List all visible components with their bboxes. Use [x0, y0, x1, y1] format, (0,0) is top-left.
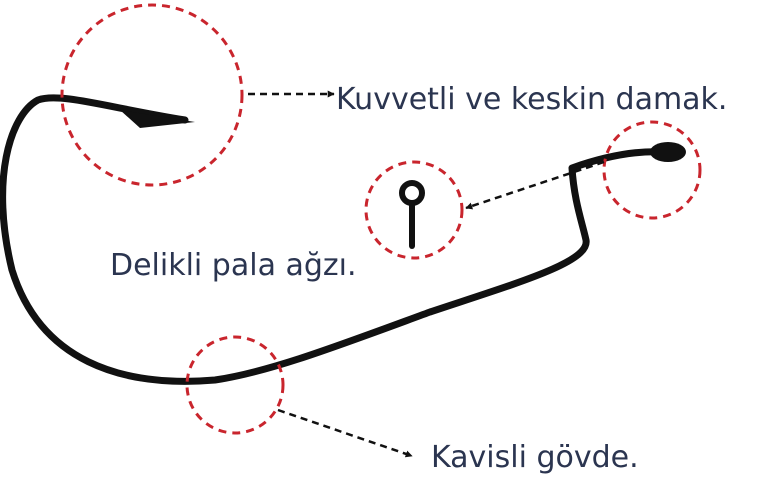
bend-arrow — [277, 408, 413, 458]
hook-shank — [0, 94, 669, 385]
bend-label: Kavisli gövde. — [431, 440, 639, 475]
eyelet-icon — [399, 180, 425, 249]
barb-label: Kuvvetli ve keskin damak. — [336, 82, 728, 117]
eye-label: Delikli pala ağzı. — [110, 248, 357, 283]
barb-callout-circle — [60, 3, 244, 187]
eyelet-callout-circle — [364, 160, 464, 260]
eye-arrow — [465, 160, 605, 210]
bend-callout-circle — [185, 335, 285, 435]
hook-eye — [650, 142, 686, 162]
eye-callout-circle — [602, 120, 702, 220]
hook-point — [120, 110, 195, 128]
